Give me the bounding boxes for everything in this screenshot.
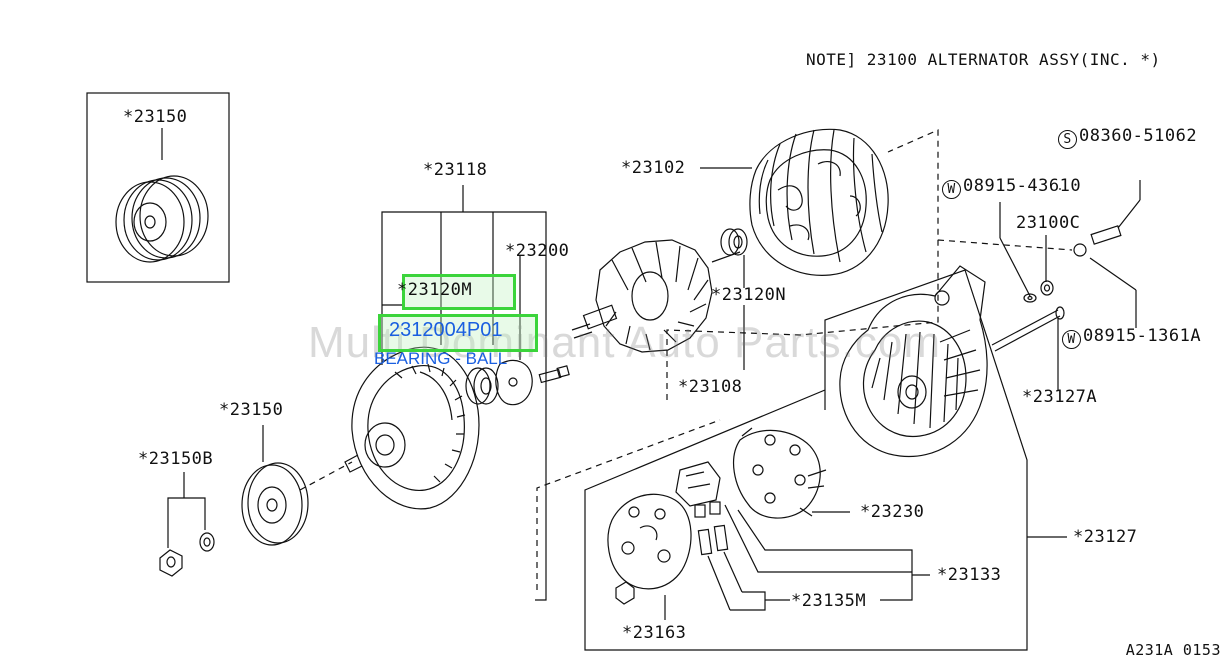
- s-symbol-icon: S: [1058, 130, 1077, 149]
- front-pulley: [241, 425, 353, 546]
- label-23230: *23230: [860, 502, 925, 522]
- front-housing: [344, 346, 480, 510]
- label-23127: *23127: [1073, 527, 1138, 547]
- label-23150b: *23150B: [138, 449, 214, 469]
- bearing-retainer-screw: [465, 359, 570, 406]
- label-23150-mid: *23150: [219, 400, 284, 420]
- highlight-box-23120m: [402, 274, 516, 310]
- rear-cover: [607, 493, 692, 620]
- part-description: BEARING - BALL: [374, 349, 508, 368]
- label-23133: *23133: [937, 565, 1002, 585]
- rear-dashed-guide: [536, 419, 721, 590]
- label-23150-top: *23150: [123, 107, 188, 127]
- w-symbol-icon: W: [1062, 330, 1081, 349]
- part-number-link[interactable]: 2312004P01: [389, 319, 503, 341]
- label-08360-51062-text: 08360-51062: [1079, 126, 1198, 146]
- nut-and-washer: [159, 472, 215, 577]
- through-bolt-hardware: [991, 180, 1141, 390]
- w-symbol-icon: W: [942, 180, 961, 199]
- label-23118: *23118: [423, 160, 488, 180]
- front-bracket-lines: [381, 185, 547, 601]
- label-23108: *23108: [678, 377, 743, 397]
- rear-housing: [839, 265, 988, 458]
- rear-assembly-boundary: [584, 269, 1067, 651]
- label-23120m: *23120M: [397, 280, 473, 300]
- rotor: [571, 239, 741, 353]
- label-08915-1361a-text: 08915-1361A: [1083, 326, 1202, 346]
- watermark: Multi Dominant Auto Parts.com: [308, 318, 942, 367]
- label-23127a: *23127A: [1022, 387, 1098, 407]
- brush-holder: [675, 461, 790, 611]
- label-23102: *23102: [621, 158, 686, 178]
- part-number-link-box[interactable]: [378, 314, 538, 352]
- diagram-note: NOTE] 23100 ALTERNATOR ASSY(INC. *): [806, 50, 1161, 69]
- label-23120n: *23120N: [711, 285, 787, 305]
- label-23200: *23200: [505, 241, 570, 261]
- rectifier: [733, 427, 850, 519]
- stator-dashed-guide: [666, 129, 1073, 400]
- stator: [749, 128, 889, 276]
- label-23100c: 23100C: [1016, 213, 1081, 233]
- rear-bearing-small: [720, 228, 748, 288]
- diagram-code: A231A 0153: [1125, 641, 1221, 659]
- label-23163: *23163: [622, 623, 687, 643]
- lead-lines-23133: [724, 504, 930, 601]
- label-23135m: *23135M: [791, 591, 867, 611]
- label-08915-43610-text: 08915-43610: [963, 176, 1082, 196]
- leader-lines: [700, 167, 1061, 370]
- pulley-inset: [86, 92, 230, 283]
